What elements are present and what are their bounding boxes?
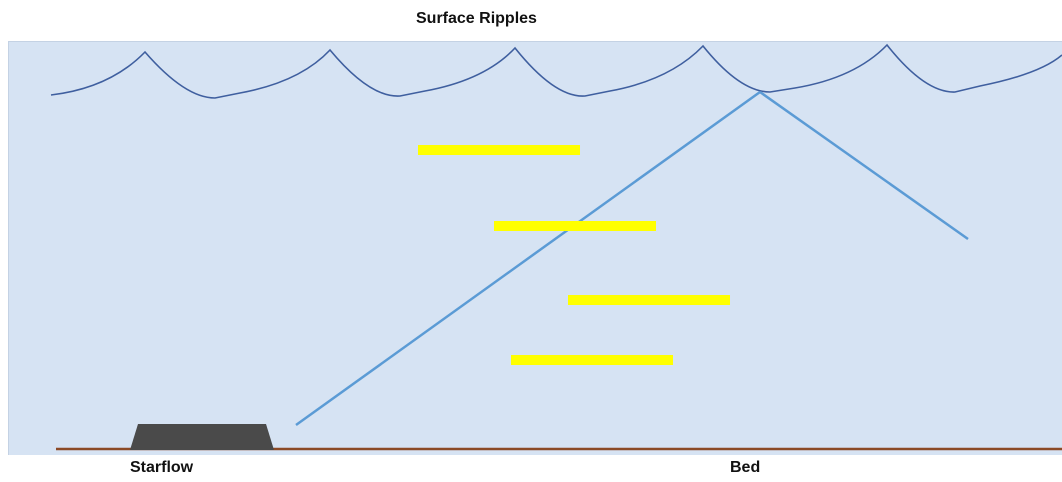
bed-label: Bed xyxy=(730,459,761,476)
beam-reflected xyxy=(759,90,969,241)
layer-marker xyxy=(568,295,730,305)
layer-marker xyxy=(418,145,580,155)
beam-upward xyxy=(295,90,761,427)
starflow-label: Starflow xyxy=(130,459,194,476)
layer-marker xyxy=(511,355,673,365)
layer-marker xyxy=(494,221,656,231)
starflow-instrument xyxy=(130,424,274,450)
water-body xyxy=(8,41,1062,455)
surface-ripple-line xyxy=(50,43,1062,99)
instrument-mound xyxy=(228,455,292,470)
surface-ripples-title: Surface Ripples xyxy=(416,10,537,27)
